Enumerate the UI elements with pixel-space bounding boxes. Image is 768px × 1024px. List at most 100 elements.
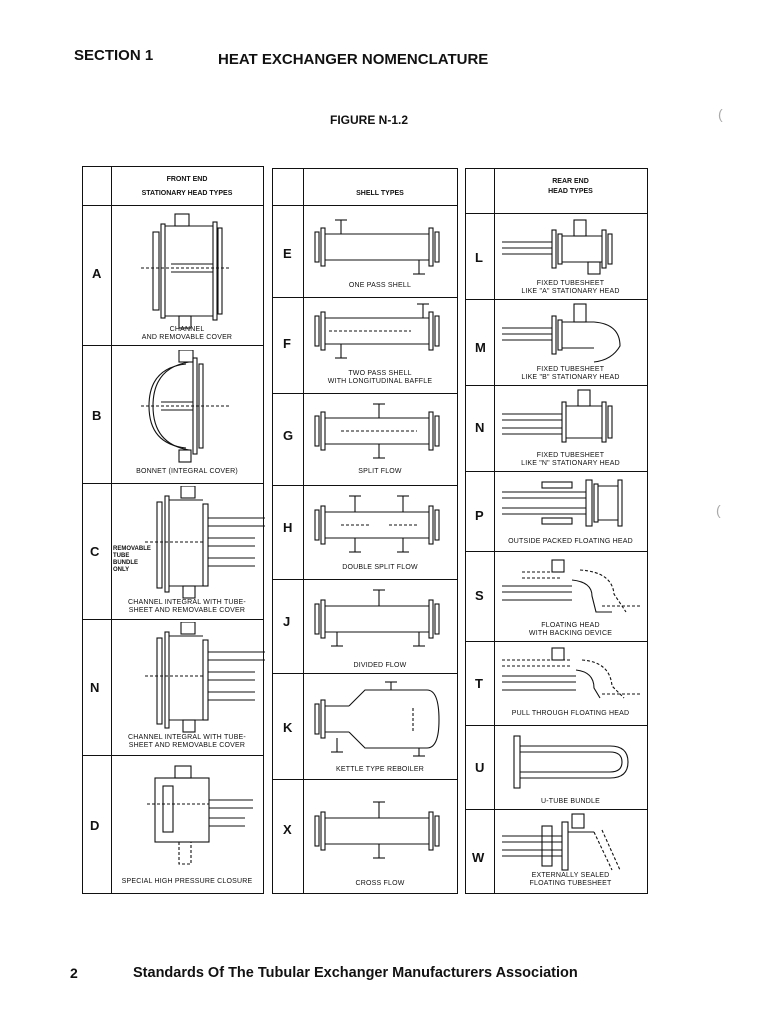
rear-row-t: T PULL THROUGH FLOATING HEAD	[466, 641, 647, 726]
caption-line2: AND REMOVABLE COVER	[141, 334, 233, 341]
front-caption-b: BONNET (INTEGRAL COVER)	[111, 468, 263, 476]
rear-caption-u: U-TUBE BUNDLE	[541, 798, 600, 805]
front-row-c: C REMOVABLE TUBE BUNDLE ONLY CHANNEL INT…	[83, 483, 265, 620]
front-caption-c: CHANNEL INTEGRAL WITH TUBE- SHEET AND RE…	[111, 599, 263, 615]
caption-line1: FIXED TUBESHEET	[536, 280, 605, 287]
rear-row-u: U U-TUBE BUNDLE	[466, 725, 647, 810]
fixed-tubesheet-a-drawing	[502, 219, 613, 275]
row-letter: L	[475, 250, 483, 265]
rear-end-heading-line1: REAR END	[552, 178, 589, 185]
note-line3: BUNDLE	[113, 560, 138, 566]
shell-row-h: H DOUBLE SPLIT FLOW	[273, 485, 457, 580]
front-end-table: FRONT END STATIONARY HEAD TYPES A CHANNE…	[82, 166, 265, 896]
row-letter: M	[475, 340, 486, 355]
section-label: SECTION 1	[74, 47, 154, 64]
caption-line2: LIKE "N" STATIONARY HEAD	[521, 460, 620, 467]
pull-through-floating-head-drawing	[502, 647, 642, 699]
shell-row-k: K KETTLE TYPE REBOILER	[273, 673, 457, 780]
row-letter: W	[472, 850, 485, 865]
row-letter: U	[475, 760, 485, 775]
rear-caption-w: EXTERNALLY SEALED FLOATING TUBESHEET	[494, 872, 647, 888]
row-letter: T	[475, 676, 483, 691]
front-row-b: B BONNET (INTEGRAL COVER)	[83, 345, 263, 484]
row-letter: G	[283, 428, 294, 443]
caption-line1: CHANNEL	[169, 326, 205, 333]
caption-line2: WITH LONGITUDINAL BAFFLE	[327, 378, 433, 385]
caption-line2: LIKE "B" STATIONARY HEAD	[521, 374, 620, 381]
row-letter: P	[475, 508, 484, 523]
shell-row-f: F TWO PASS SHELL WITH LONGITUDINAL BAFFL…	[273, 297, 457, 394]
row-letter: N	[90, 680, 100, 695]
caption-line2: SHEET AND REMOVABLE COVER	[128, 742, 246, 749]
removable-bundle-note: REMOVABLE TUBE BUNDLE ONLY	[113, 546, 151, 574]
row-letter: J	[283, 614, 291, 629]
channel-integral-drawing	[145, 486, 265, 599]
fixed-tubesheet-b-drawing	[502, 303, 621, 363]
front-letter-column	[83, 167, 112, 893]
front-caption-d: SPECIAL HIGH PRESSURE CLOSURE	[111, 878, 263, 886]
rear-letter-column	[466, 169, 495, 893]
shell-row-e: E ONE PASS SHELL	[273, 205, 457, 298]
rear-row-w: W EXTERNALLY SEALED FLOATING TUBESHEET	[466, 809, 647, 896]
page-number: 2	[70, 965, 78, 981]
scan-mark-top-right: (	[718, 106, 723, 122]
front-row-d: D SPECIAL HIGH PRESSURE CLOSURE	[83, 755, 263, 896]
caption-line1: CHANNEL INTEGRAL WITH TUBE-	[128, 599, 246, 606]
channel-removable-cover-drawing	[141, 213, 231, 329]
page-title: HEAT EXCHANGER NOMENCLATURE	[218, 51, 489, 68]
note-line1: REMOVABLE	[113, 546, 151, 552]
row-letter: N	[475, 420, 485, 435]
two-pass-shell-drawing	[314, 303, 440, 359]
front-row-n: N CHANNEL INTEGRAL WITH TUBE- SHEET AND …	[83, 619, 265, 756]
row-letter: E	[283, 246, 292, 261]
shell-caption-k: KETTLE TYPE REBOILER	[336, 766, 424, 773]
shell-types-table: SHELL TYPES E ONE PASS SHELL F TWO PASS …	[272, 168, 458, 894]
shell-row-j: J DIVIDED FLOW	[273, 579, 457, 674]
caption-line1: FLOATING HEAD	[541, 622, 600, 629]
caption-line1: CHANNEL INTEGRAL WITH TUBE-	[128, 734, 246, 741]
front-end-heading-line1: FRONT END	[166, 176, 208, 183]
row-letter: F	[283, 336, 291, 351]
front-caption-a: CHANNEL AND REMOVABLE COVER	[111, 326, 263, 342]
front-end-heading-line2: STATIONARY HEAD TYPES	[141, 190, 233, 197]
note-line4: ONLY	[113, 567, 130, 573]
high-pressure-closure-drawing	[147, 765, 253, 865]
rear-caption-t: PULL THROUGH FLOATING HEAD	[511, 710, 630, 717]
row-letter: S	[475, 588, 484, 603]
channel-integral-n-drawing	[145, 622, 265, 733]
caption-line1: SPECIAL HIGH PRESSURE CLOSURE	[121, 878, 253, 885]
caption-line2: LIKE "A" STATIONARY HEAD	[521, 288, 620, 295]
row-letter: D	[90, 818, 100, 833]
row-letter: A	[92, 266, 102, 281]
shell-caption-f: TWO PASS SHELL WITH LONGITUDINAL BAFFLE	[303, 370, 457, 386]
row-letter: X	[283, 822, 292, 837]
front-caption-n: CHANNEL INTEGRAL WITH TUBE- SHEET AND RE…	[111, 734, 263, 750]
fixed-tubesheet-n-drawing	[502, 389, 613, 443]
figure-label: FIGURE N-1.2	[330, 113, 409, 127]
front-row-a: A CHANNEL AND REMOVABLE COVER	[83, 205, 263, 346]
front-end-heading: FRONT END STATIONARY HEAD TYPES	[111, 175, 263, 199]
divided-flow-drawing	[314, 589, 440, 647]
rear-caption-p: OUTSIDE PACKED FLOATING HEAD	[508, 538, 633, 545]
rear-row-p: P OUTSIDE PACKED FLOATING HEAD	[466, 471, 647, 552]
shell-row-x: X CROSS FLOW	[273, 779, 457, 896]
externally-sealed-tubesheet-drawing	[502, 813, 621, 871]
rear-caption-m: FIXED TUBESHEET LIKE "B" STATIONARY HEAD	[494, 366, 647, 382]
caption-line2: WITH BACKING DEVICE	[528, 630, 613, 637]
kettle-reboiler-drawing	[314, 681, 440, 757]
rear-row-n: N FIXED TUBESHEET LIKE "N" STATIONARY HE…	[466, 385, 647, 472]
row-letter: K	[283, 720, 293, 735]
u-tube-bundle-drawing	[513, 735, 629, 789]
caption-line2: FLOATING TUBESHEET	[529, 880, 612, 887]
caption-line1: FIXED TUBESHEET	[536, 366, 605, 373]
shell-caption-g: SPLIT FLOW	[358, 468, 402, 475]
row-letter: H	[283, 520, 293, 535]
rear-caption-n: FIXED TUBESHEET LIKE "N" STATIONARY HEAD	[494, 452, 647, 468]
shell-caption-j: DIVIDED FLOW	[353, 662, 407, 669]
caption-line1: EXTERNALLY SEALED	[531, 872, 610, 879]
caption-line1: BONNET (INTEGRAL COVER)	[136, 468, 238, 475]
rear-caption-s: FLOATING HEAD WITH BACKING DEVICE	[494, 622, 647, 638]
rear-row-m: M FIXED TUBESHEET LIKE "B" STATIONARY HE…	[466, 299, 647, 386]
caption-line2: SHEET AND REMOVABLE COVER	[128, 607, 246, 614]
rear-end-heading-line2: HEAD TYPES	[548, 188, 593, 195]
